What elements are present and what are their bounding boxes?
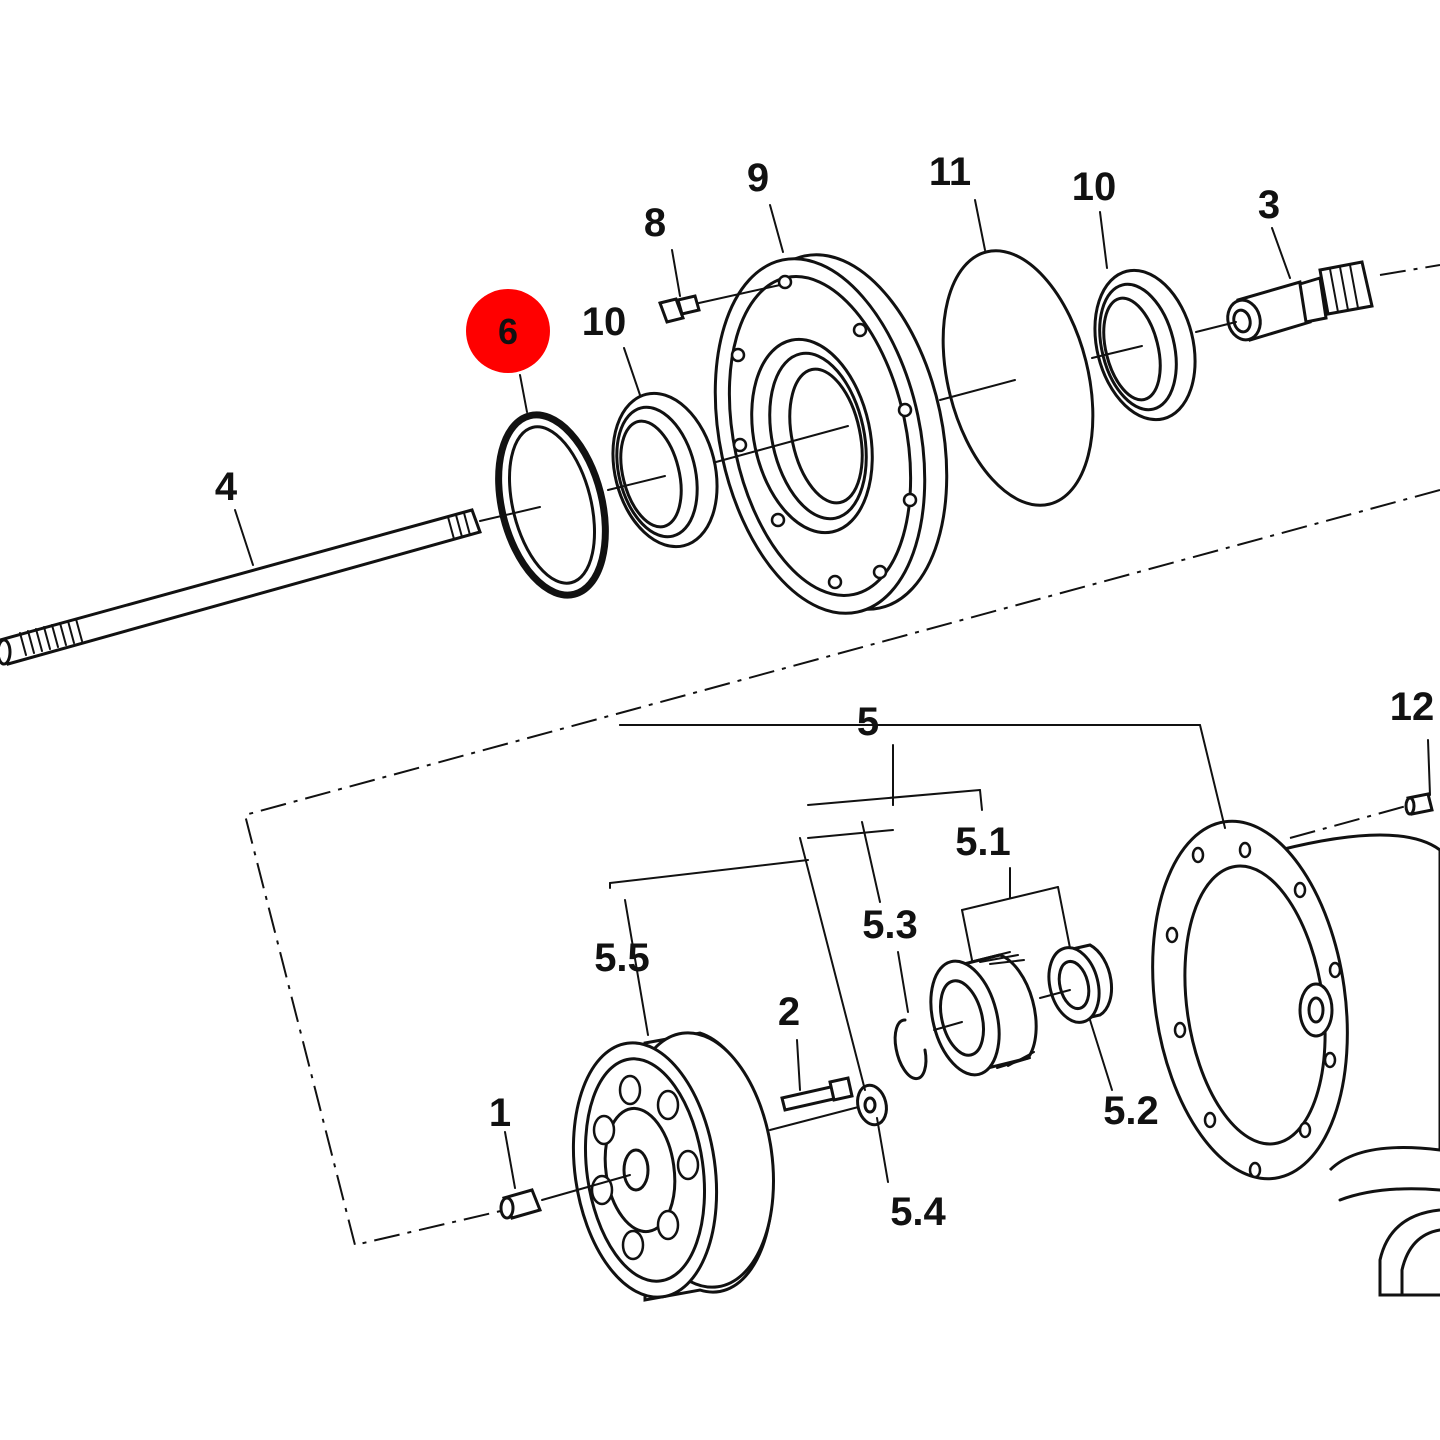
part-5-hub-housing[interactable] (1131, 809, 1440, 1192)
part-5-3-snap-ring[interactable] (893, 1018, 928, 1081)
part-1-pin[interactable] (499, 1174, 631, 1220)
label-part-4: 4 (215, 465, 238, 509)
label-part-8: 8 (644, 201, 666, 245)
part-8-bolt[interactable] (658, 284, 781, 324)
part-labels: 6 10 8 9 11 10 3 4 5 12 5.1 5.3 5.5 2 5.… (215, 150, 1434, 1234)
label-part-2: 2 (778, 990, 800, 1034)
label-part-9: 9 (747, 156, 769, 200)
part-12-dowel-pin[interactable] (1404, 792, 1434, 816)
label-part-11: 11 (929, 150, 971, 194)
label-part-3: 3 (1258, 183, 1280, 227)
label-part-12: 12 (1390, 685, 1435, 729)
label-part-10-right: 10 (1072, 165, 1117, 209)
part-4-shaft[interactable] (0, 508, 482, 666)
part-5-4-washer[interactable] (854, 1082, 891, 1128)
part-9-housing-flange[interactable] (685, 235, 977, 633)
label-part-6: 6 (498, 311, 518, 352)
highlight-badge (466, 289, 550, 373)
group-bracket-lines (504, 724, 1431, 1189)
part-5-5-planet-carrier[interactable] (558, 1023, 789, 1306)
part-3-splined-coupling[interactable] (1224, 260, 1374, 343)
label-part-1: 1 (489, 1091, 511, 1135)
label-part-5-3: 5.3 (862, 903, 918, 947)
part-2-bolt[interactable] (769, 1076, 871, 1131)
label-part-5-2: 5.2 (1103, 1089, 1159, 1133)
part-5-2-bearing[interactable] (1042, 942, 1113, 1027)
label-part-5-5: 5.5 (594, 936, 650, 980)
part-5-1-planet-gear[interactable] (920, 951, 1038, 1082)
part-10-right-seal[interactable] (1080, 260, 1210, 431)
partial-part-bottom-right (1338, 1187, 1440, 1297)
part-10-left-seal[interactable] (598, 382, 733, 558)
part-6-seal-ring[interactable] (481, 404, 623, 607)
assembly-axis-lines (243, 264, 1440, 1247)
part-11-o-ring[interactable] (919, 235, 1118, 521)
upper-leader-lines (234, 199, 1291, 566)
upper-axis-lines (479, 321, 1237, 522)
label-part-5-1: 5.1 (955, 820, 1011, 864)
label-part-5-4: 5.4 (890, 1190, 946, 1234)
label-part-10-left: 10 (582, 300, 627, 344)
label-part-5: 5 (857, 700, 879, 744)
